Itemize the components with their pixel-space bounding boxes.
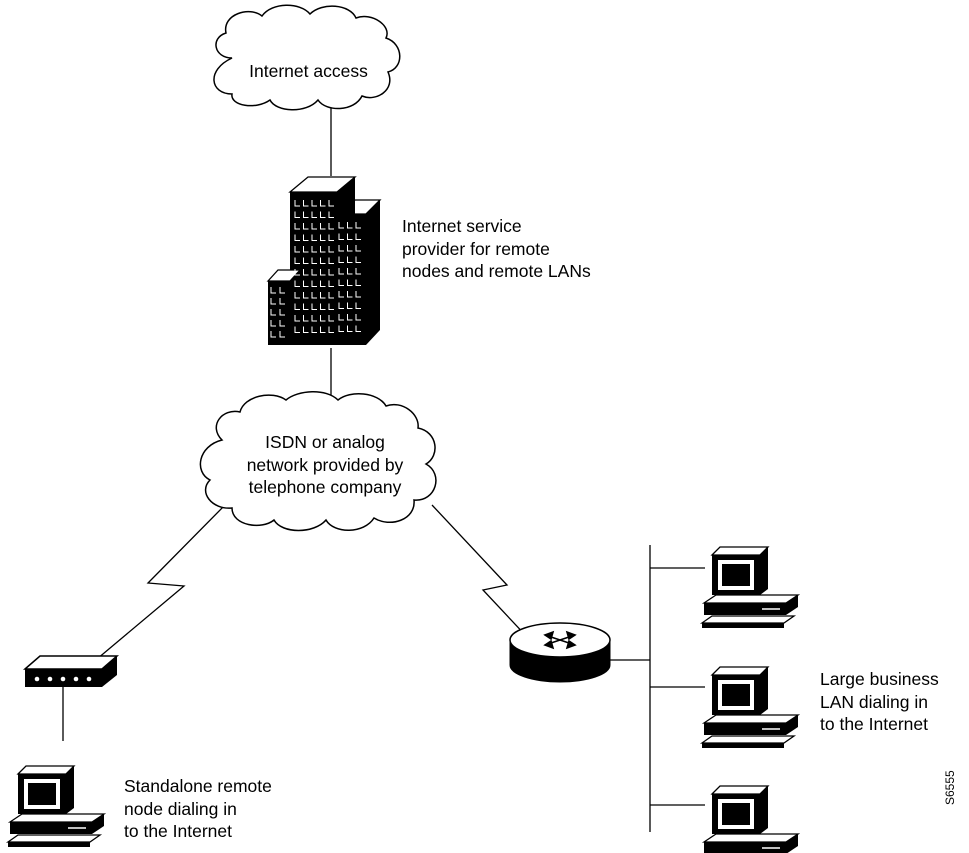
large-business-label: Large business LAN dialing in to the Int… bbox=[820, 669, 939, 734]
zigzag-link-standalone bbox=[65, 502, 228, 686]
pc-icon-lan-1 bbox=[699, 546, 801, 628]
standalone-node-label: Standalone remote node dialing in to the… bbox=[124, 776, 272, 841]
connectors bbox=[62, 105, 705, 832]
pc-icon-standalone bbox=[5, 765, 107, 847]
modem-icon bbox=[22, 655, 120, 687]
figure-id: S6555 bbox=[943, 770, 957, 805]
internet-cloud-icon bbox=[213, 4, 401, 111]
phone-network-label: ISDN or analog network provided by telep… bbox=[246, 432, 404, 497]
router-icon bbox=[509, 622, 611, 683]
isp-building-icon bbox=[266, 176, 382, 345]
zigzag-link-router bbox=[431, 504, 545, 656]
pc-icon-lan-3 bbox=[701, 785, 801, 853]
pc-icon-lan-2 bbox=[699, 666, 801, 748]
internet-access-label: Internet access bbox=[249, 61, 368, 81]
phone-network-cloud-icon bbox=[199, 391, 437, 532]
isp-label: Internet service provider for remote nod… bbox=[402, 216, 591, 281]
